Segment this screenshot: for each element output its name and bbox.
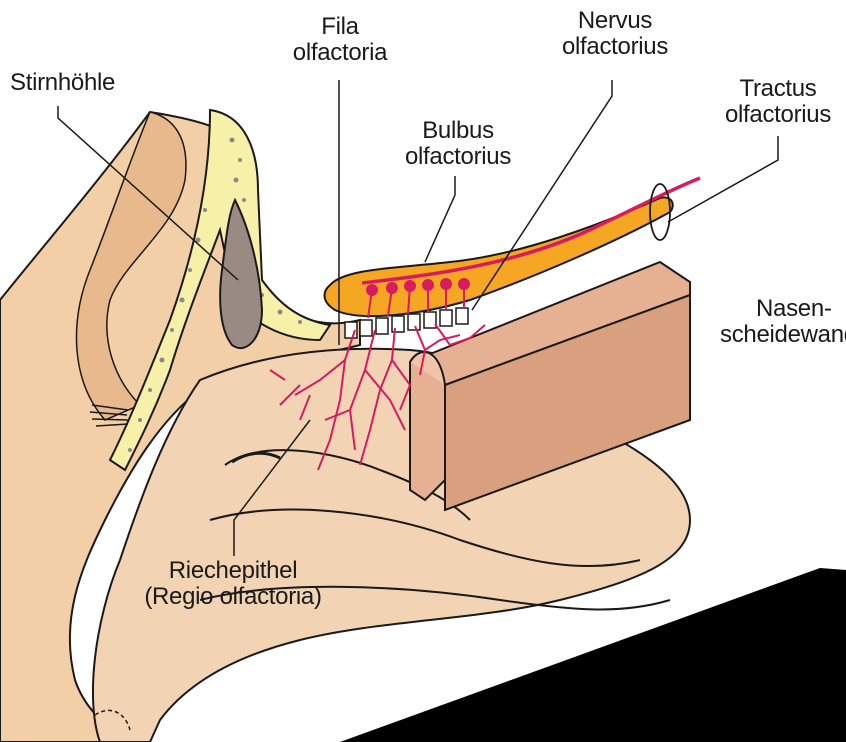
label-stirnhoehle: Stirnhöhle — [10, 70, 115, 96]
turbinate-lower — [199, 585, 671, 611]
skull-base — [340, 568, 846, 742]
bulb-neurons — [366, 278, 470, 319]
frontal-bone — [108, 108, 332, 472]
leader-riech — [233, 419, 311, 556]
tractus-marker-ellipse — [649, 183, 671, 241]
label-nervus-line1: Nervus — [577, 7, 653, 34]
eyelashes — [89, 404, 129, 427]
leader-bulbus — [424, 176, 456, 263]
turbinate-middle — [209, 508, 641, 568]
fila-olfactoria — [269, 323, 486, 471]
leader-stirnhoehle — [57, 106, 239, 281]
label-tractus-olfactorius: Tractus olfactorius — [718, 76, 838, 128]
label-tractus-line1: Tractus — [739, 75, 817, 102]
leader-lines — [57, 80, 779, 556]
label-nervus-olfactorius: Nervus olfactorius — [555, 8, 675, 60]
label-nasen-line1: Nasen- — [756, 295, 832, 322]
nasal-septum — [409, 260, 691, 512]
frontal-sinus — [219, 197, 264, 350]
label-fila-line2: olfactoria — [292, 39, 388, 66]
nasal-fold — [231, 451, 281, 464]
label-nervus-line2: olfactorius — [561, 33, 669, 60]
label-stirnhoehle-text: Stirnhöhle — [10, 69, 116, 96]
leader-nervus — [471, 80, 613, 311]
label-riech-line2: (Regio olfactoria) — [144, 583, 322, 610]
leader-tractus — [667, 136, 779, 223]
label-fila-olfactoria: Fila olfactoria — [285, 14, 395, 66]
cribriform-plate — [344, 307, 469, 339]
olfactory-tract-line — [361, 176, 701, 285]
label-bulbus-line1: Bulbus — [422, 117, 494, 144]
nostril-outline — [94, 709, 131, 731]
label-riechepithel: Riechepithel (Regio olfactoria) — [128, 558, 338, 610]
label-bulbus-olfactorius: Bulbus olfactorius — [398, 118, 518, 170]
label-nasenscheidewand: Nasen- scheidewand — [720, 296, 846, 348]
label-fila-line1: Fila — [321, 13, 359, 40]
label-bulbus-line2: olfactorius — [404, 143, 512, 170]
label-riech-line1: Riechepithel — [168, 557, 298, 584]
label-nasen-line2: scheidewand — [720, 321, 846, 348]
label-tractus-line2: olfactorius — [724, 101, 832, 128]
forehead — [75, 111, 187, 421]
